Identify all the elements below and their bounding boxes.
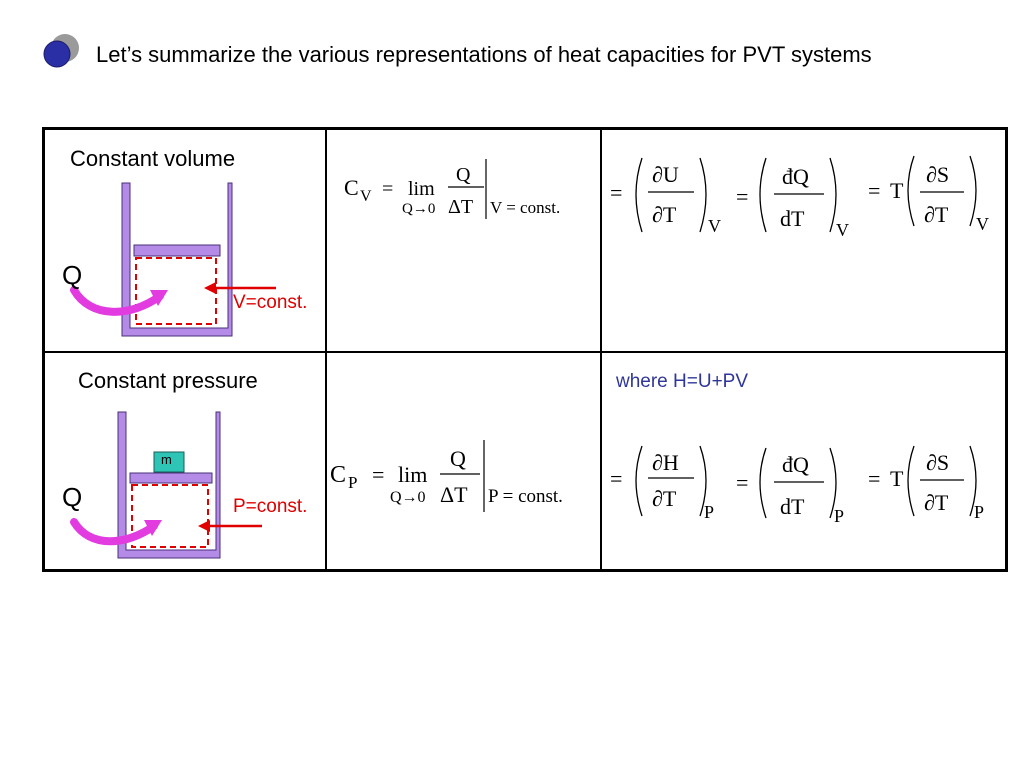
constant-volume-diagram [70, 182, 276, 337]
svg-text:=: = [610, 180, 622, 205]
svg-text:lim: lim [398, 462, 427, 487]
cp-derivative-equations: = ∂H ∂T P = đQ dT P = T ∂S ∂T P [610, 445, 984, 526]
svg-text:lim: lim [408, 178, 435, 200]
svg-text:∂T: ∂T [652, 202, 677, 227]
svg-text:P: P [974, 502, 984, 522]
svg-text:P: P [704, 502, 714, 522]
svg-text:C: C [330, 462, 346, 488]
svg-text:∂S: ∂S [926, 450, 949, 475]
svg-text:∂H: ∂H [652, 450, 679, 475]
svg-text:Q→0: Q→0 [402, 201, 435, 217]
svg-text:V: V [708, 216, 721, 236]
svg-text:=: = [736, 470, 748, 495]
bullet-icon [43, 34, 79, 68]
v-const-label: V=const. [233, 292, 308, 313]
cp-limit-equation: C P = lim Q→0 Q ΔT P = const. [330, 440, 563, 512]
svg-text:=: = [372, 462, 384, 487]
svg-text:=: = [868, 466, 880, 491]
enthalpy-note: where H=U+PV [616, 371, 749, 392]
svg-text:=: = [382, 178, 393, 200]
svg-text:V = const.: V = const. [490, 198, 560, 217]
svg-text:ΔT: ΔT [440, 482, 468, 507]
svg-text:∂T: ∂T [924, 202, 949, 227]
svg-text:đQ: đQ [782, 452, 809, 477]
constant-pressure-label: Constant pressure [78, 368, 258, 393]
svg-text:ΔT: ΔT [448, 196, 473, 218]
svg-text:V: V [360, 188, 372, 205]
svg-text:P: P [348, 473, 357, 492]
page-title: Let’s summarize the various representati… [96, 42, 872, 67]
svg-text:=: = [736, 184, 748, 209]
svg-text:P = const.: P = const. [488, 486, 563, 507]
svg-text:C: C [344, 175, 359, 200]
cv-derivative-equations: = ∂U ∂T V = đQ dT V = T ∂S ∂T V [610, 155, 989, 240]
svg-text:đQ: đQ [782, 164, 809, 189]
svg-text:∂S: ∂S [926, 162, 949, 187]
svg-text:T: T [890, 466, 904, 491]
p-const-label: P=const. [233, 496, 308, 517]
constant-volume-label: Constant volume [70, 146, 236, 171]
svg-text:Q: Q [456, 164, 471, 186]
svg-text:V: V [976, 214, 989, 234]
cv-limit-equation: C V = lim Q→0 Q ΔT V = const. [344, 159, 560, 219]
svg-text:dT: dT [780, 494, 805, 519]
heat-capacity-table [42, 127, 1008, 572]
heat-q-label-volume: Q [62, 260, 83, 290]
mass-label: m [161, 452, 172, 467]
constant-pressure-diagram [70, 411, 262, 559]
svg-text:T: T [890, 178, 904, 203]
svg-text:∂T: ∂T [924, 490, 949, 515]
svg-text:Q: Q [450, 446, 466, 471]
svg-text:=: = [610, 466, 622, 491]
svg-text:V: V [836, 220, 849, 240]
svg-text:∂U: ∂U [652, 162, 679, 187]
svg-text:Q→0: Q→0 [390, 489, 426, 506]
svg-text:dT: dT [780, 206, 805, 231]
svg-text:∂T: ∂T [652, 486, 677, 511]
svg-text:P: P [834, 506, 844, 526]
svg-text:=: = [868, 178, 880, 203]
heat-q-label-pressure: Q [62, 482, 83, 512]
